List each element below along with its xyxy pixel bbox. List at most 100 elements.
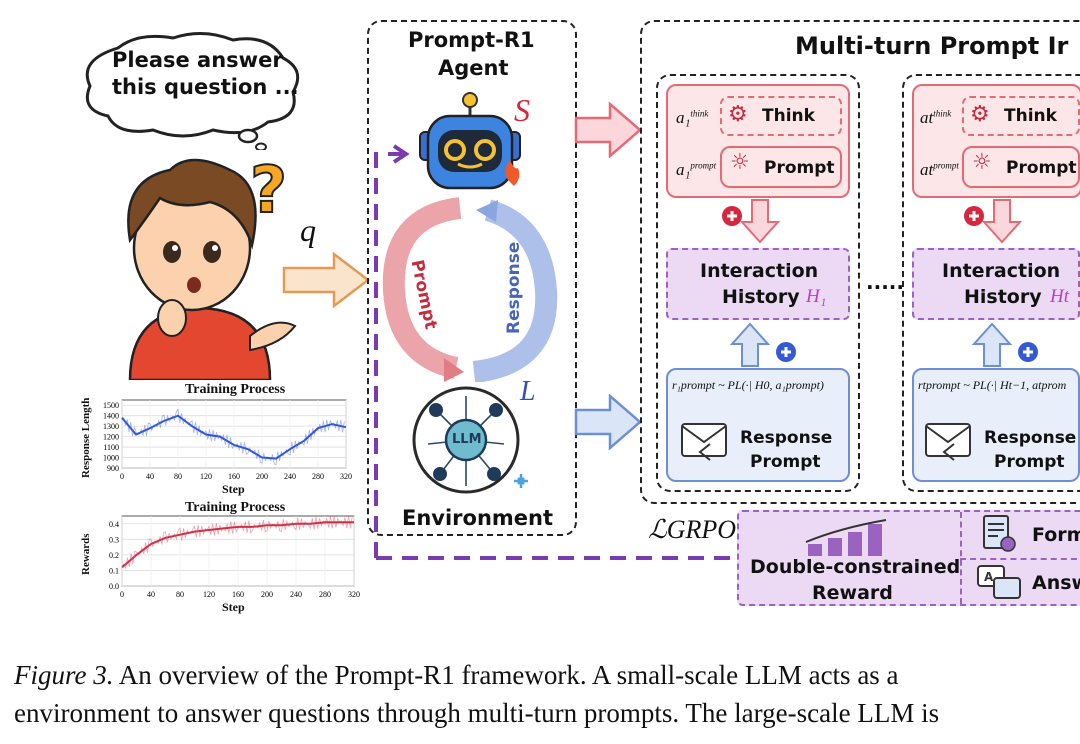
y-tick-label: 1200	[103, 433, 119, 442]
x-tick-label: 160	[232, 590, 244, 599]
series-noise	[121, 515, 353, 570]
turnt-history-line1: Interaction	[942, 260, 1061, 282]
turnt-response-line1: Response	[984, 428, 1077, 448]
chart2-title: Training Process	[185, 500, 286, 515]
feedback-dashed-line	[374, 144, 738, 560]
turn-ellipsis: .....	[866, 270, 904, 294]
turnt-history-symbol: Ht	[1050, 286, 1069, 307]
y-tick-label: 1300	[103, 422, 119, 431]
query-symbol: q	[300, 212, 316, 248]
turn1-history-line2: History	[722, 286, 800, 308]
agent-title-line2: Agent	[438, 56, 509, 80]
turn1-response-line1: Response	[740, 428, 833, 448]
environment-symbol: L	[520, 376, 536, 407]
turn1-think-symbol: a₁think	[676, 108, 709, 127]
x-tick-label: 320	[348, 590, 360, 599]
series-noise	[121, 408, 345, 466]
turn1-think-label: Think	[762, 106, 815, 126]
x-tick-label: 240	[290, 590, 302, 599]
series-line	[121, 521, 354, 569]
x-tick-label: 160	[228, 472, 240, 481]
llm-text: LLM	[452, 432, 482, 447]
reward-answer-label: Answ	[1032, 572, 1080, 594]
lightbulb-icon: ☼	[972, 150, 992, 175]
turnt-history-line2: History	[964, 286, 1042, 308]
bar-growth-icon	[805, 519, 887, 556]
turnt-think-symbol: atthink	[920, 108, 952, 127]
arrow-agent-to-panel	[574, 102, 642, 158]
x-tick-label: 40	[146, 472, 154, 481]
chart1-ylabel: Response Length	[80, 397, 92, 478]
boy-illustration: ?	[127, 153, 297, 380]
agent-box	[367, 20, 577, 536]
turn1-history-symbol: H₁	[806, 286, 827, 307]
turnt-up-arrow	[971, 322, 1038, 367]
x-tick-label: 240	[284, 472, 296, 481]
agent-symbol: S	[514, 92, 530, 128]
turn1-box	[656, 74, 860, 492]
environment-label: Environment	[402, 506, 554, 530]
caption-line-2: environment to answer questions through …	[14, 698, 940, 728]
svg-text:?: ?	[250, 154, 287, 228]
x-tick-label: 120	[200, 472, 212, 481]
turnt-prompt-chip	[962, 146, 1080, 188]
cycle-arrows	[382, 197, 558, 382]
x-tick-label: 120	[203, 590, 215, 599]
y-tick-label: 0.0	[109, 582, 119, 591]
chart2-ylabel: Rewards	[80, 533, 92, 575]
gear-icon: ⚙	[970, 102, 990, 127]
y-tick-label: 1500	[103, 401, 119, 410]
turn1-response-line2: Prompt	[750, 452, 821, 472]
query-arrow	[282, 252, 371, 308]
reward-line1: Double-constrained	[750, 556, 961, 578]
x-tick-label: 0	[120, 590, 124, 599]
robot-icon	[419, 92, 521, 190]
x-tick-label: 280	[312, 472, 324, 481]
caption-line-1: Figure 3. An overview of the Prompt-R1 f…	[14, 660, 899, 690]
llm-environment-icon	[412, 386, 528, 494]
turnt-prompt-symbol: atprompt	[920, 160, 959, 179]
answer-chat-icon: A	[977, 565, 1021, 599]
gear-icon: ⚙	[728, 102, 748, 127]
y-tick-label: 0.2	[109, 551, 119, 560]
svg-text:A: A	[984, 570, 994, 584]
turnt-down-arrow	[964, 199, 1023, 244]
chart2-xlabel: Step	[222, 600, 245, 614]
x-tick-label: 200	[256, 472, 268, 481]
turnt-box	[902, 74, 1080, 492]
x-tick-label: 0	[120, 472, 124, 481]
y-tick-label: 0.4	[109, 520, 119, 529]
format-doc-icon	[983, 515, 1016, 552]
turn1-up-arrow	[729, 322, 796, 367]
y-tick-label: 1100	[103, 443, 119, 452]
turn1-prompt-chip	[720, 146, 842, 188]
turn1-think-chip	[720, 96, 842, 136]
multiturn-panel	[640, 20, 1080, 504]
turn1-formula: r₁prompt ~ PL(·| H0, a₁prompt)	[672, 378, 824, 392]
x-tick-label: 320	[340, 472, 352, 481]
speech-bubble	[85, 32, 300, 150]
turnt-prompt-label: Prompt	[1006, 158, 1077, 178]
x-tick-label: 200	[261, 590, 273, 599]
turnt-response-line2: Prompt	[994, 452, 1065, 472]
turnt-think-chip	[962, 96, 1080, 136]
loss-label: ℒGRPO	[648, 515, 737, 544]
arrow-env-to-panel	[574, 394, 642, 450]
x-tick-label: 80	[174, 472, 182, 481]
turn1-prompt-label: Prompt	[764, 158, 835, 178]
x-tick-label: 40	[147, 590, 155, 599]
panel-title: Multi-turn Prompt Ir	[795, 32, 1069, 60]
cycle-response-label: Response	[504, 241, 524, 334]
turn1-history-box	[666, 248, 850, 320]
speech-line-1: Please answer	[112, 48, 283, 72]
reward-format-label: Form	[1032, 524, 1080, 546]
y-tick-label: 1400	[103, 412, 119, 421]
reward-line2: Reward	[812, 582, 893, 604]
y-tick-label: 900	[107, 464, 119, 473]
mail-icon	[681, 423, 727, 461]
turn1-history-line1: Interaction	[700, 260, 819, 282]
agent-title-line1: Prompt-R1	[408, 28, 535, 52]
y-tick-label: 0.3	[109, 535, 119, 544]
